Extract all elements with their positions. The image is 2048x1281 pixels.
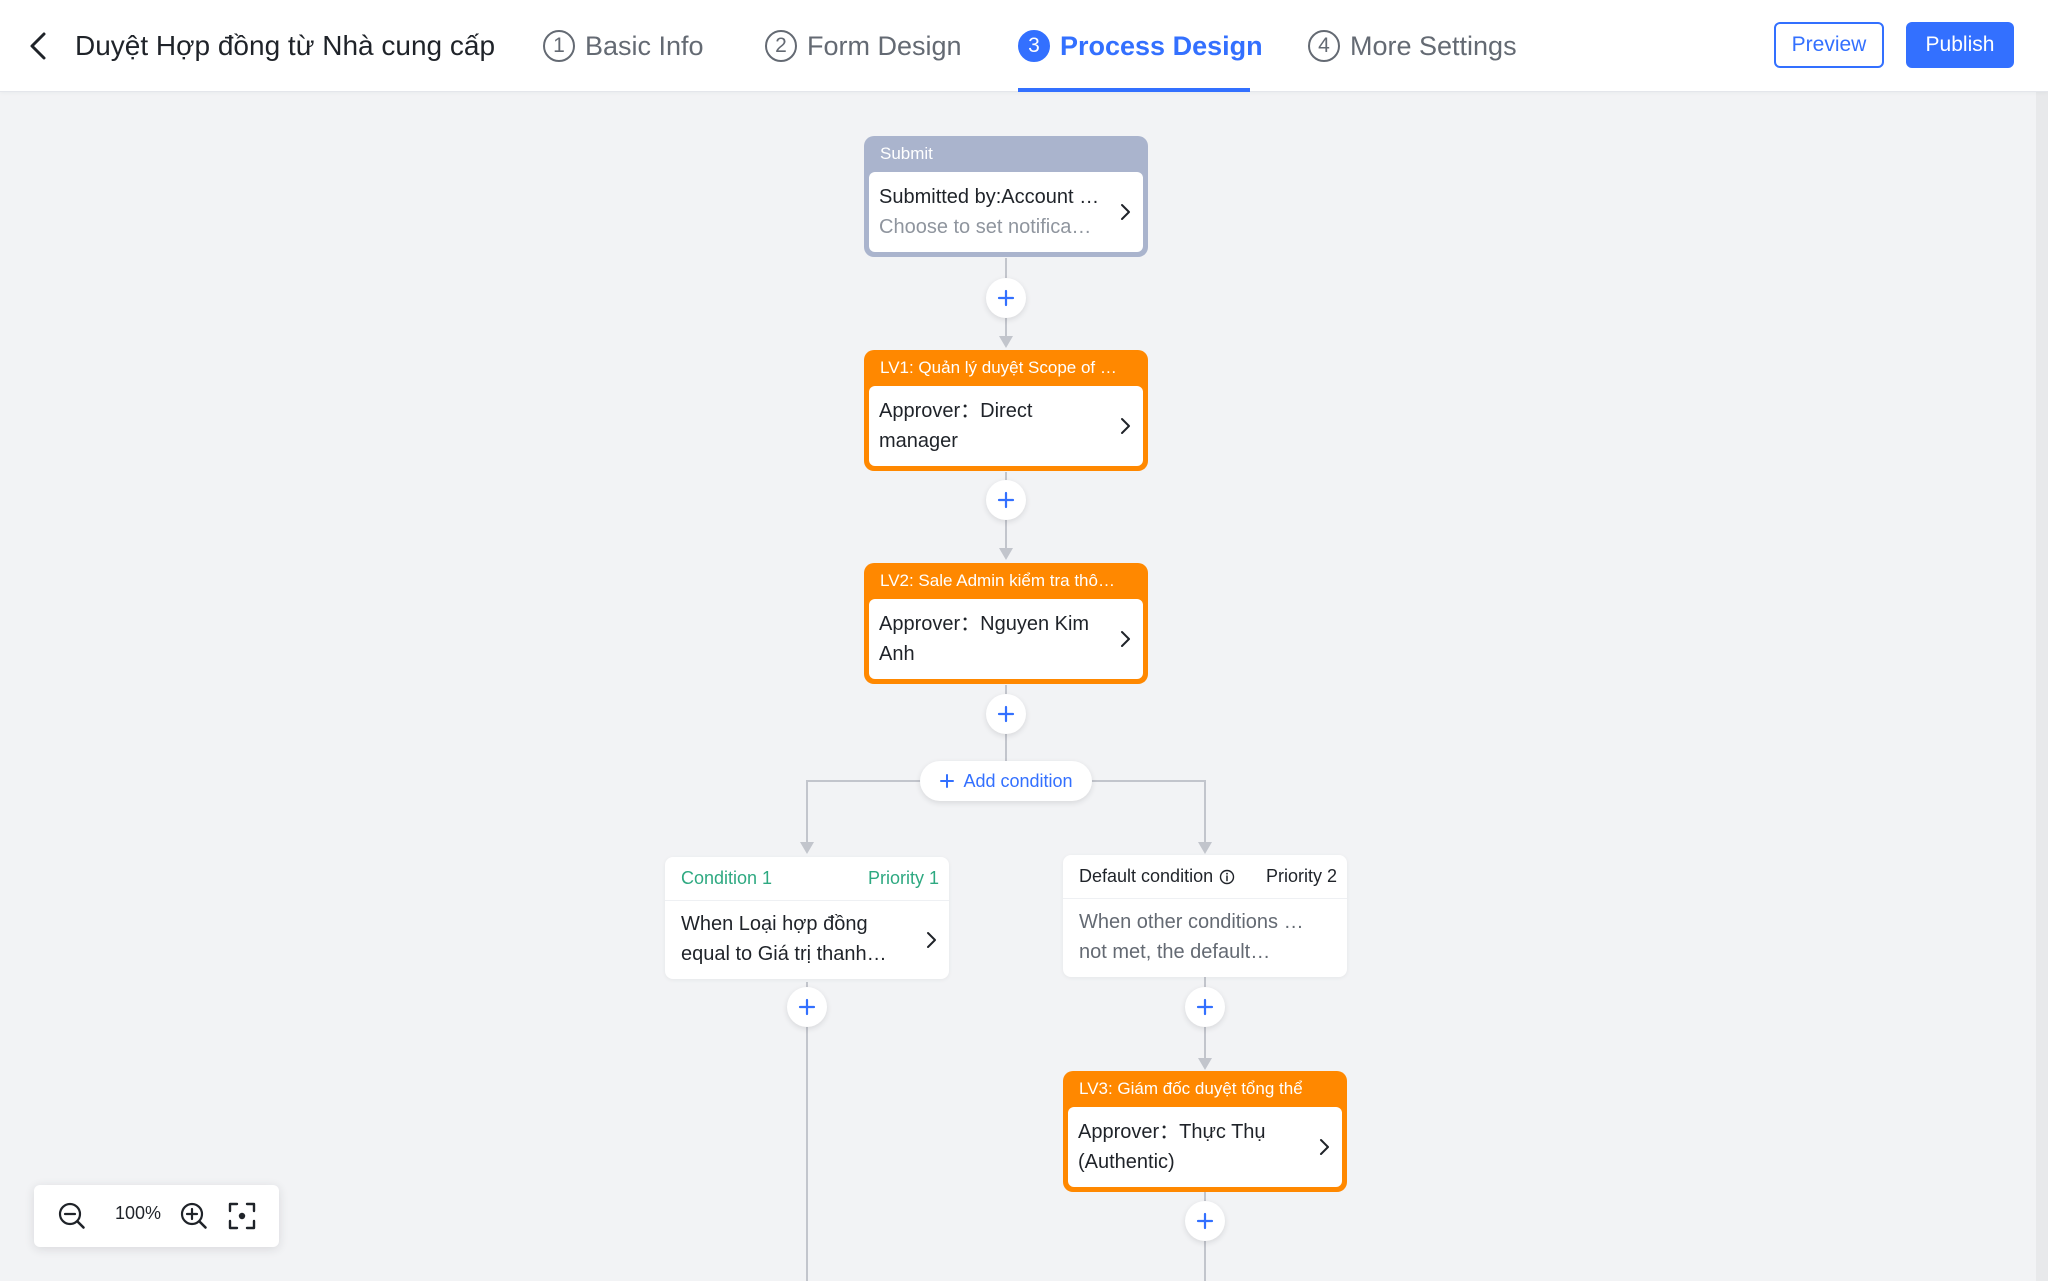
- step-number: 1: [543, 30, 575, 62]
- condition-text: equal to Giá trị thanh…: [681, 943, 887, 965]
- condition-header: Condition 1 Priority 1: [665, 857, 949, 901]
- zoom-out-icon[interactable]: [56, 1200, 88, 1232]
- condition-text: When other conditions are: [1079, 911, 1311, 933]
- zoom-controls: 100%: [34, 1185, 279, 1247]
- condition-card-1[interactable]: Condition 1 Priority 1 When Loại hợp đồn…: [665, 857, 949, 979]
- default-condition-card[interactable]: Default condition Priority 2 When other …: [1063, 855, 1347, 977]
- plus-icon: [1196, 998, 1214, 1016]
- page-title: Duyệt Hợp đồng từ Nhà cung cấp: [75, 30, 496, 61]
- chevron-right-icon: [927, 932, 936, 948]
- approver-node-lv2[interactable]: LV2: Sale Admin kiểm tra thô… Approver：N…: [864, 563, 1148, 684]
- approver-text: manager: [879, 430, 958, 452]
- tab-form-design[interactable]: 2 Form Design: [765, 24, 962, 68]
- node-body: Approver：Direct manager: [869, 386, 1143, 466]
- condition-text: When Loại hợp đồng: [681, 913, 868, 935]
- plus-icon: [940, 774, 955, 788]
- zoom-in-icon[interactable]: [178, 1200, 210, 1232]
- add-condition-label: Add condition: [963, 770, 1073, 791]
- chevron-right-icon: [1121, 204, 1130, 220]
- condition-body: When Loại hợp đồng equal to Giá trị than…: [665, 901, 949, 979]
- node-body: Approver：Thực Thụ (Authentic): [1068, 1107, 1342, 1187]
- chevron-right-icon: [1121, 631, 1130, 647]
- submit-node[interactable]: Submit Submitted by:Account … Choose to …: [864, 136, 1148, 257]
- node-body: Approver：Nguyen Kim Anh: [869, 599, 1143, 679]
- condition-text: not met, the default…: [1079, 941, 1271, 963]
- tab-process-design[interactable]: 3 Process Design: [1018, 24, 1263, 68]
- add-node-button[interactable]: [986, 694, 1026, 734]
- active-tab-indicator: [1018, 88, 1250, 92]
- plus-icon: [997, 289, 1015, 307]
- approver-text: Approver：Thực Thụ: [1078, 1121, 1266, 1143]
- plus-icon: [997, 705, 1015, 723]
- step-number: 2: [765, 30, 797, 62]
- approver-node-lv3[interactable]: LV3: Giám đốc duyệt tổng thể Approver：Th…: [1063, 1071, 1347, 1192]
- add-node-button[interactable]: [986, 278, 1026, 318]
- chevron-right-icon: [1320, 1139, 1329, 1155]
- node-header: LV1: Quản lý duyệt Scope of …: [880, 358, 1117, 377]
- step-label: Process Design: [1060, 30, 1263, 61]
- back-arrow-icon: [30, 32, 46, 60]
- condition-priority: Priority 1: [867, 868, 939, 888]
- add-node-button[interactable]: [787, 987, 827, 1027]
- plus-icon: [1196, 1212, 1214, 1230]
- approver-text: Approver：Direct: [879, 400, 1033, 422]
- tab-more-settings[interactable]: 4 More Settings: [1308, 24, 1517, 68]
- approver-text: Approver：Nguyen Kim: [879, 613, 1090, 635]
- add-node-button[interactable]: [986, 480, 1026, 520]
- publish-button[interactable]: Publish: [1906, 22, 2014, 68]
- step-number: 4: [1308, 30, 1340, 62]
- approver-text: (Authentic): [1078, 1151, 1175, 1173]
- fit-screen-icon[interactable]: [226, 1200, 258, 1232]
- notification-hint: Choose to set notifica…: [879, 216, 1092, 238]
- submitter-text: Submitted by:Account …: [879, 186, 1100, 208]
- step-label: More Settings: [1350, 30, 1517, 61]
- step-label: Form Design: [807, 30, 962, 61]
- node-body: Submitted by:Account … Choose to set not…: [869, 172, 1143, 252]
- condition-body: When other conditions are not met, the d…: [1063, 899, 1347, 977]
- add-node-button[interactable]: [1185, 1201, 1225, 1241]
- preview-button[interactable]: Preview: [1774, 22, 1884, 68]
- approver-text: Anh: [879, 643, 915, 665]
- approver-node-lv1[interactable]: LV1: Quản lý duyệt Scope of … Approver：D…: [864, 350, 1148, 471]
- condition-name: Default condition: [1079, 866, 1214, 886]
- zoom-level: 100%: [114, 1203, 162, 1223]
- condition-priority: Priority 2: [1265, 866, 1337, 886]
- add-condition-button[interactable]: Add condition: [920, 761, 1092, 801]
- step-number: 3: [1018, 30, 1050, 62]
- condition-name: Condition 1: [681, 868, 773, 888]
- plus-icon: [798, 998, 816, 1016]
- step-label: Basic Info: [585, 30, 704, 61]
- info-icon[interactable]: [1219, 869, 1235, 885]
- back-button[interactable]: [24, 28, 52, 64]
- node-header: LV3: Giám đốc duyệt tổng thể: [1079, 1079, 1303, 1098]
- vertical-scrollbar[interactable]: [2036, 92, 2048, 1281]
- condition-header: Default condition Priority 2: [1063, 855, 1347, 899]
- node-header: LV2: Sale Admin kiểm tra thô…: [880, 571, 1115, 590]
- node-header: Submit: [880, 144, 933, 163]
- chevron-right-icon: [1121, 418, 1130, 434]
- plus-icon: [997, 491, 1015, 509]
- tab-basic-info[interactable]: 1 Basic Info: [543, 24, 704, 68]
- add-node-button[interactable]: [1185, 987, 1225, 1027]
- top-header: Duyệt Hợp đồng từ Nhà cung cấp 1 Basic I…: [0, 0, 2048, 92]
